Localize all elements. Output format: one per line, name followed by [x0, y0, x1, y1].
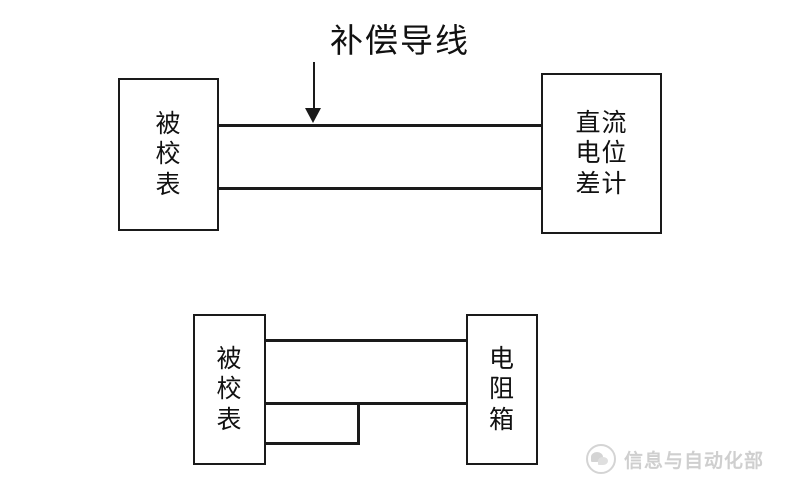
- top-device-under-test-label: 被 校 表: [155, 108, 182, 199]
- bottom-device-under-test-box[interactable]: 被 校 表: [193, 314, 266, 465]
- top-device-under-test-box[interactable]: 被 校 表: [118, 78, 219, 231]
- bottom-wire-middle: [265, 402, 468, 405]
- resistance-box-label: 电 阻 箱: [488, 343, 515, 434]
- compensating-wire-label: 补偿导线: [330, 21, 470, 60]
- down-arrow-icon: [305, 108, 321, 123]
- watermark-text: 信息与自动化部: [624, 449, 765, 472]
- dc-potentiometer-label: 直流 电位 差计: [575, 107, 628, 198]
- annotation-arrow-shaft: [313, 62, 315, 110]
- dc-potentiometer-box[interactable]: 直流 电位 差计: [541, 73, 662, 234]
- bottom-wire-upper: [265, 339, 468, 342]
- top-wire-lower: [218, 187, 543, 190]
- top-wire-upper: [218, 124, 543, 127]
- bottom-wire-jumper-vertical: [357, 402, 360, 445]
- bottom-device-under-test-label: 被 校 表: [216, 343, 243, 434]
- watermark: 信息与自动化部: [586, 444, 764, 474]
- bottom-wire-jumper-horizontal: [265, 442, 360, 445]
- wechat-icon: [586, 444, 616, 474]
- resistance-box[interactable]: 电 阻 箱: [466, 314, 538, 465]
